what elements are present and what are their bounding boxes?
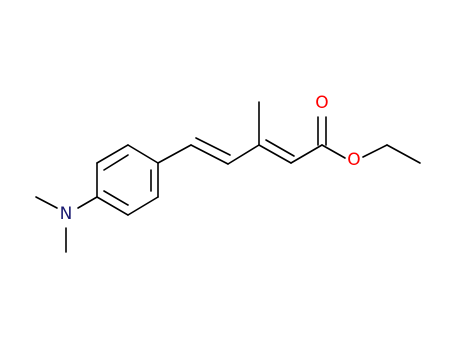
bond-ring-inner-1 <box>103 154 129 171</box>
bond-o-ethyl <box>362 144 388 158</box>
atom-label-o-carbonyl: O <box>315 93 328 113</box>
bond-ring-2 <box>96 144 129 164</box>
bond-vinyl-1-double <box>195 137 231 156</box>
bond-ring-3 <box>127 144 159 164</box>
bond-carbonyl-carbon <box>290 144 323 164</box>
bond-chain-2 <box>227 144 260 165</box>
atom-label-o-ester: O <box>347 150 360 170</box>
bond-n-methyl-upper <box>35 196 58 209</box>
bond-lines <box>35 101 421 253</box>
bond-ring-5 <box>127 196 159 216</box>
bond-vinyl-2 <box>258 144 292 164</box>
atom-label-n: N <box>60 204 73 224</box>
bond-vinyl-2-double <box>265 139 295 157</box>
bond-ester-o <box>321 144 346 159</box>
bond-ring-inner-3 <box>103 190 129 206</box>
bond-ring-6 <box>96 196 129 216</box>
bond-vinyl-1 <box>190 144 229 165</box>
bond-ring-vinyl <box>157 144 192 164</box>
bond-n-ring <box>77 196 98 209</box>
bond-ethyl-terminal <box>386 144 421 164</box>
